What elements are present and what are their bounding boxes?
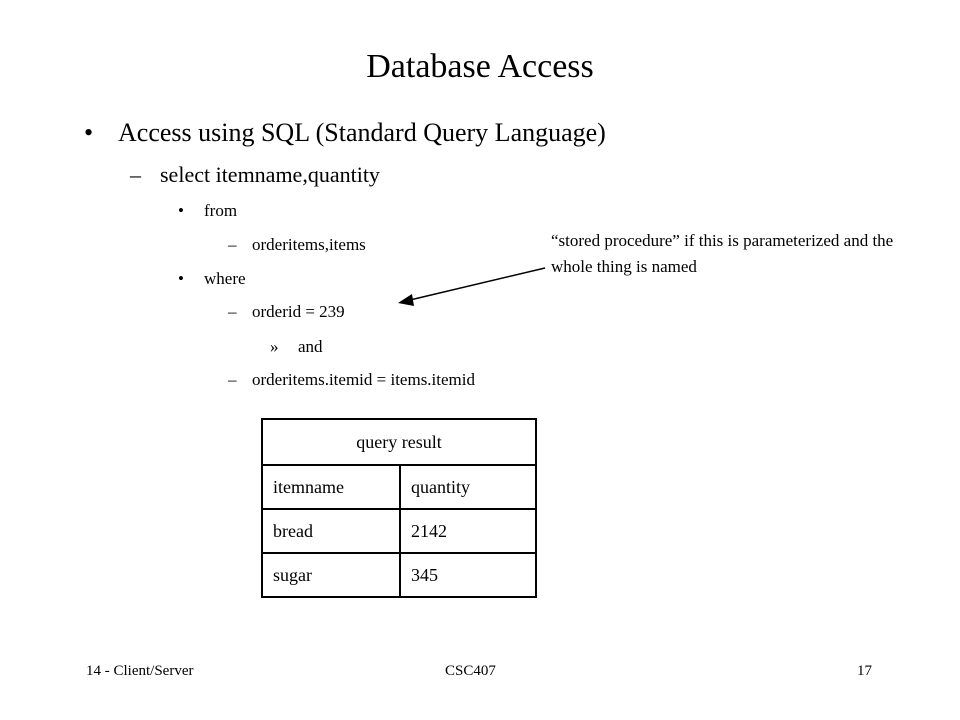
dash-icon: – bbox=[228, 370, 237, 389]
query-result-table: query result itemname quantity bread 214… bbox=[261, 418, 537, 598]
arrow-shaft bbox=[409, 267, 546, 301]
arrow-head-icon bbox=[398, 294, 414, 306]
bullet-text: from bbox=[204, 201, 238, 220]
footer-chapter: 14 - Client/Server bbox=[86, 663, 194, 679]
bullet-from: • from bbox=[178, 197, 237, 225]
bullet-where: • where bbox=[178, 265, 246, 293]
dash-icon: – bbox=[130, 162, 141, 187]
stored-procedure-note: “stored procedure” if this is parameteri… bbox=[551, 231, 894, 276]
bullet-sql-access: • Access using SQL (Standard Query Langua… bbox=[84, 113, 606, 153]
raquo-icon: » bbox=[270, 337, 279, 356]
dash-icon: – bbox=[228, 302, 237, 321]
bullet-and: » and bbox=[270, 333, 323, 361]
cell-quantity: 345 bbox=[399, 552, 537, 598]
dash-icon: – bbox=[228, 235, 237, 254]
bullet-where-condition: –orderid = 239 bbox=[228, 298, 345, 326]
bullet-text: Access using SQL (Standard Query Languag… bbox=[118, 118, 606, 147]
slide-title: Database Access bbox=[366, 48, 594, 85]
bullet-dot-icon: • bbox=[84, 118, 94, 147]
bullet-from-tables: –orderitems,items bbox=[228, 231, 366, 259]
table-caption-row: query result bbox=[261, 418, 537, 466]
table-row: sugar 345 bbox=[261, 552, 537, 598]
bullet-text: orderitems,items bbox=[252, 235, 366, 254]
bullet-text: orderid = 239 bbox=[252, 302, 345, 321]
footer-page-number: 17 bbox=[857, 663, 872, 679]
cell-itemname: bread bbox=[261, 508, 401, 554]
bullet-dot-icon: • bbox=[178, 269, 184, 288]
cell-itemname: sugar bbox=[261, 552, 401, 598]
bullet-select-clause: –select itemname,quantity bbox=[130, 158, 380, 192]
bullet-text: where bbox=[204, 269, 246, 288]
table-header-row: itemname quantity bbox=[261, 464, 537, 510]
bullet-join-condition: –orderitems.itemid = items.itemid bbox=[228, 366, 475, 394]
table-caption: query result bbox=[261, 418, 537, 466]
bullet-text: and bbox=[298, 337, 323, 356]
bullet-dot-icon: • bbox=[178, 201, 184, 220]
cell-quantity: 2142 bbox=[399, 508, 537, 554]
bullet-text: select itemname,quantity bbox=[160, 162, 380, 187]
bullet-text: orderitems.itemid = items.itemid bbox=[252, 370, 475, 389]
table-row: bread 2142 bbox=[261, 508, 537, 554]
footer-course: CSC407 bbox=[445, 663, 496, 679]
header-itemname: itemname bbox=[261, 464, 401, 510]
header-quantity: quantity bbox=[399, 464, 537, 510]
